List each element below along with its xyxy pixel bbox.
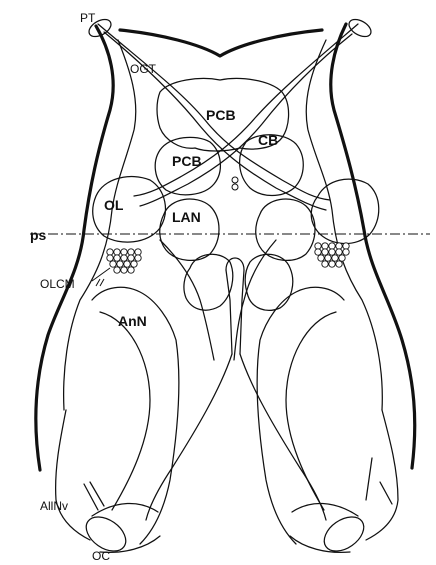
oc-right-tube bbox=[290, 503, 358, 552]
allnv-left-nerve bbox=[84, 482, 104, 510]
label-pcb-lower: PCB bbox=[172, 153, 202, 169]
label-ps: ps bbox=[30, 227, 47, 243]
lan-lobe-right bbox=[256, 199, 315, 260]
inner-outline-right bbox=[306, 40, 382, 410]
central-stalk-left bbox=[226, 270, 232, 354]
ann-trunk-right-outer bbox=[257, 287, 344, 544]
label-ol: OL bbox=[104, 197, 124, 213]
olcm-pointer-tick bbox=[96, 279, 104, 286]
label-ogt: OGT bbox=[130, 62, 157, 76]
center-dot-2 bbox=[232, 184, 238, 190]
inner-v-right bbox=[240, 354, 326, 520]
label-ann: AnN bbox=[118, 313, 147, 329]
label-pt: PT bbox=[80, 11, 96, 25]
olfactory-tract-right-2 bbox=[140, 34, 352, 206]
peduncle-right-tip bbox=[346, 16, 374, 40]
mid-lobe-left bbox=[184, 254, 233, 310]
olcm-left-cluster bbox=[107, 249, 141, 273]
oc-left-tube bbox=[92, 503, 160, 552]
label-pcb-upper: PCB bbox=[206, 107, 236, 123]
ann-trunk-right-edge bbox=[366, 410, 398, 540]
label-oc: OC bbox=[92, 549, 110, 563]
mid-lobe-right bbox=[245, 254, 293, 310]
outer-outline-top bbox=[120, 30, 322, 56]
central-stalk bbox=[226, 258, 244, 354]
allnv-right-nerve bbox=[366, 458, 392, 504]
label-allnv: AllNv bbox=[40, 499, 68, 513]
label-cb: CB bbox=[258, 132, 278, 148]
ann-trunk-left-inner bbox=[100, 312, 150, 510]
outer-outline bbox=[36, 26, 113, 470]
olfactory-tract-right bbox=[134, 24, 358, 196]
inner-v-left bbox=[146, 354, 232, 520]
center-dot-1 bbox=[232, 177, 238, 183]
ann-trunk-right-inner bbox=[286, 312, 336, 510]
label-olcm: OLCM bbox=[40, 277, 75, 291]
ann-trunk-left-edge bbox=[56, 410, 90, 540]
label-lan: LAN bbox=[172, 209, 201, 225]
inner-outline-left bbox=[64, 40, 136, 410]
